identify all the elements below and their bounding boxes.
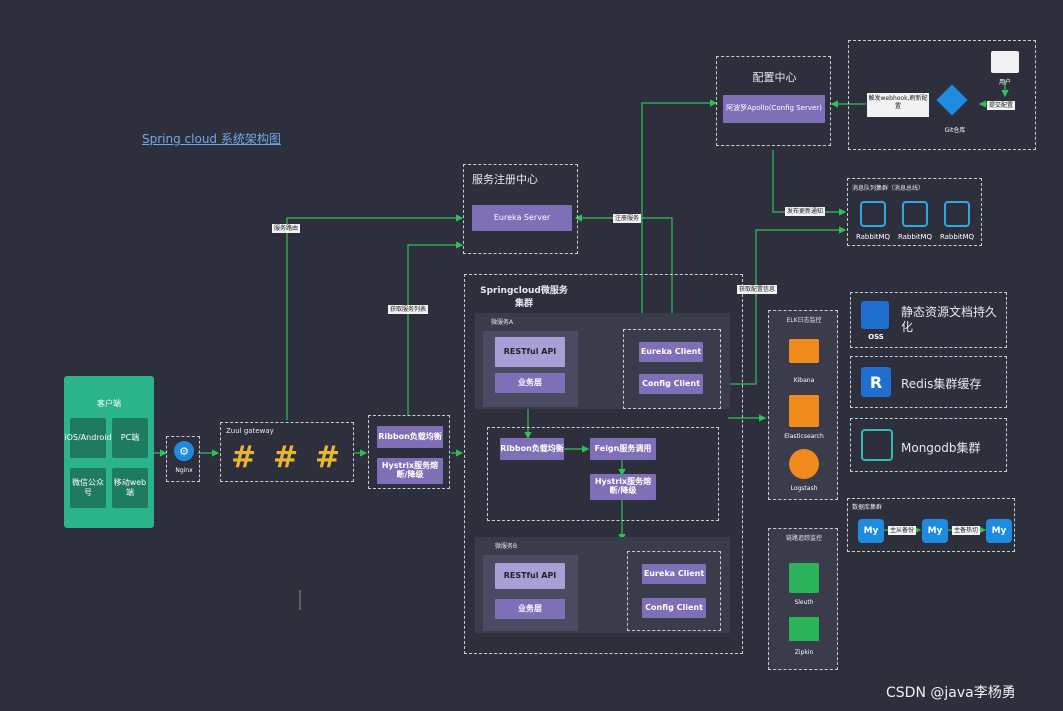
trace-box: 链路追踪监控 Sleuth Zipkin <box>768 528 838 670</box>
client-tile-wechat: 微信公众号 <box>70 468 106 508</box>
redis-box: R Redis集群缓存 <box>850 356 1007 408</box>
oss-icon-label: OSS <box>868 333 884 341</box>
user-label: 用户 <box>998 79 1011 86</box>
service-a-label: 微服务A <box>491 319 514 326</box>
kibana-icon <box>789 339 819 363</box>
db-edge-master-standby: 主备热切 <box>952 526 981 535</box>
service-b-eureka-client: Eureka Client <box>642 564 706 584</box>
oss-box: OSS 静态资源文档持久化 <box>850 292 1007 348</box>
service-b-inner: RESTful API 业务层 <box>483 555 578 631</box>
service-a-biz: 业务层 <box>495 373 565 393</box>
service-b-config-client: Config Client <box>642 598 706 618</box>
eureka-server: Eureka Server <box>472 205 572 231</box>
mq-title: 消息队列集群（消息总线） <box>852 185 925 192</box>
redis-icon: R <box>861 367 891 397</box>
db-cluster: 数据库集群 My My My 主从备份 主备热切 <box>847 498 1015 552</box>
webhook-tag: 触发webhook,刷新配置 <box>867 93 929 117</box>
hystrix-breaker: Hystrix服务熔断/降级 <box>377 458 443 484</box>
oss-icon <box>861 301 889 329</box>
edge-ribbon-fetch-label: 获取服务列表 <box>388 305 429 314</box>
service-b-label: 微服务B <box>495 543 518 550</box>
watermark: CSDN @java李杨勇 <box>886 685 1016 701</box>
page-title: Spring cloud 系统架构图 <box>142 132 281 146</box>
edge-route-label: 服务路由 <box>272 224 301 233</box>
edge-notify-label: 发布更新通知 <box>785 207 826 216</box>
nginx-box: ⚙ Nginx <box>166 436 200 482</box>
mongodb-icon <box>861 429 893 461</box>
git-icon <box>936 84 968 116</box>
elk-box: ELK日志监控 Kibana Elasticsearch Logstash <box>768 310 838 500</box>
logstash-icon <box>789 449 819 479</box>
elk-title: ELK日志监控 <box>786 317 822 324</box>
git-repo-label: Git仓库 <box>944 127 966 134</box>
commit-tag: 提交配置 <box>987 101 1016 110</box>
db-title: 数据库集群 <box>852 504 883 511</box>
cluster-title: Springcloud微服务集群 <box>480 286 568 309</box>
config-title: 配置中心 <box>752 71 797 84</box>
sleuth-icon <box>789 563 819 593</box>
service-a-panel: 微服务A RESTful API 业务层 Eureka Client Confi… <box>475 313 730 409</box>
zuul-gate-icon: # <box>231 440 257 475</box>
rabbitmq-icon <box>902 201 928 227</box>
service-b-panel: 微服务B RESTful API 业务层 Eureka Client Confi… <box>475 537 730 633</box>
rabbitmq-icon <box>944 201 970 227</box>
service-b-biz: 业务层 <box>495 599 565 619</box>
mongodb-text: Mongodb集群 <box>901 441 981 455</box>
nginx-icon: ⚙ <box>174 441 194 461</box>
edge-register-label: 注册服务 <box>613 214 642 223</box>
client-tile-mobile: 移动web端 <box>112 468 148 508</box>
inner-ribbon: Ribbon负载均衡 <box>500 438 564 460</box>
elk-item-kibana: Kibana <box>793 377 815 384</box>
mq-item-2: RabbitMQ <box>897 233 933 241</box>
zuul-gate-icon: # <box>273 440 299 475</box>
mq-cluster: 消息队列集群（消息总线） RabbitMQ RabbitMQ RabbitMQ <box>847 178 982 246</box>
rabbitmq-icon <box>860 201 886 227</box>
db-edge-master-slave: 主从备份 <box>888 526 917 535</box>
service-b-api: RESTful API <box>495 563 565 589</box>
trace-item-sleuth: Sleuth <box>794 599 814 606</box>
client-title: 客户端 <box>97 399 121 408</box>
zipkin-icon <box>789 617 819 641</box>
microservice-cluster: Springcloud微服务集群 微服务A RESTful API 业务层 Eu… <box>464 274 743 654</box>
client-tile-pc: PC端 <box>112 418 148 458</box>
oss-text: 静态资源文档持久化 <box>901 305 998 334</box>
mysql-icon: My <box>922 519 948 543</box>
mongodb-box: Mongodb集群 <box>850 418 1007 472</box>
service-a-api: RESTful API <box>495 337 565 367</box>
client-box: 客户端 iOS/Android PC端 微信公众号 移动web端 <box>64 376 154 528</box>
git-area: 用户 Git仓库 提交配置 触发webhook,刷新配置 <box>848 40 1036 150</box>
gateway-lb-box: Ribbon负载均衡 Hystrix服务熔断/降级 <box>368 415 450 489</box>
inner-feign: Feign服务调用 <box>590 438 656 460</box>
elasticsearch-icon <box>789 395 819 427</box>
zuul-box: Zuul gateway # # # <box>220 422 354 482</box>
zuul-label: Zuul gateway <box>226 427 274 435</box>
elk-item-logstash: Logstash <box>790 485 818 492</box>
trace-title: 链路追踪监控 <box>785 535 822 542</box>
service-a-eureka-client: Eureka Client <box>639 342 703 362</box>
nginx-label: Nginx <box>175 467 193 474</box>
service-a-config-client: Config Client <box>639 374 703 394</box>
mq-item-3: RabbitMQ <box>939 233 975 241</box>
redis-text: Redis集群缓存 <box>901 377 982 391</box>
ribbon-lb: Ribbon负载均衡 <box>377 426 443 448</box>
service-a-inner: RESTful API 业务层 <box>483 331 578 407</box>
config-center-box: 配置中心 阿波罗Apollo(Config Server) <box>716 56 831 146</box>
elk-item-elasticsearch: Elasticsearch <box>784 433 824 440</box>
user-monitor-icon <box>991 51 1019 73</box>
service-b-clients: Eureka Client Config Client <box>627 551 721 631</box>
config-server: 阿波罗Apollo(Config Server) <box>723 95 825 123</box>
registry-box: 服务注册中心 Eureka Server <box>463 164 578 254</box>
mq-item-1: RabbitMQ <box>855 233 891 241</box>
client-tile-ios: iOS/Android <box>64 418 112 458</box>
inner-call-box: Ribbon负载均衡 Feign服务调用 Hystrix服务熔断/降级 <box>487 427 719 521</box>
registry-title: 服务注册中心 <box>472 173 538 186</box>
inner-hystrix: Hystrix服务熔断/降级 <box>590 474 656 500</box>
zuul-gate-icon: # <box>315 440 341 475</box>
mysql-icon: My <box>858 519 884 543</box>
service-a-clients: Eureka Client Config Client <box>623 329 721 409</box>
trace-item-zipkin: Zipkin <box>794 649 814 656</box>
mysql-icon: My <box>986 519 1012 543</box>
edge-config-fetch-label: 获取配置信息 <box>737 285 778 294</box>
